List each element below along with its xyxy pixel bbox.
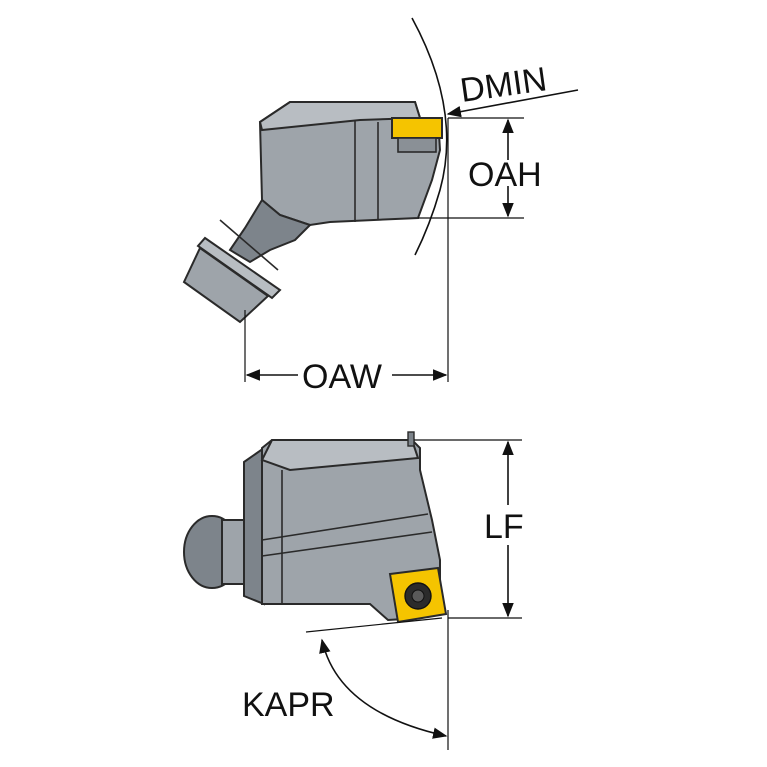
dmin-leader — [446, 89, 579, 118]
side-edge-mid — [261, 513, 429, 541]
coupling-flange — [196, 236, 282, 300]
insert-clamp — [397, 137, 437, 153]
shank-line — [219, 219, 279, 271]
insert-screw-head — [411, 589, 425, 603]
side-tab — [407, 431, 415, 447]
side-edge-mid-2 — [261, 531, 433, 557]
oaw-label: OAW — [302, 358, 382, 396]
side-body-top-face — [260, 439, 420, 472]
dmin-label: DMIN — [458, 60, 549, 110]
insert-top — [391, 117, 443, 139]
kapr-arc — [319, 638, 448, 739]
kapr-ext-edge — [305, 617, 443, 633]
top-view: DMIN OAH OAW — [182, 17, 579, 396]
coupling-shank — [182, 246, 270, 324]
side-view: LF KAPR — [183, 431, 524, 750]
oah-label: OAH — [468, 156, 542, 194]
kapr-label: KAPR — [242, 686, 335, 724]
bore-arc — [411, 17, 448, 256]
lf-label: LF — [484, 508, 524, 546]
